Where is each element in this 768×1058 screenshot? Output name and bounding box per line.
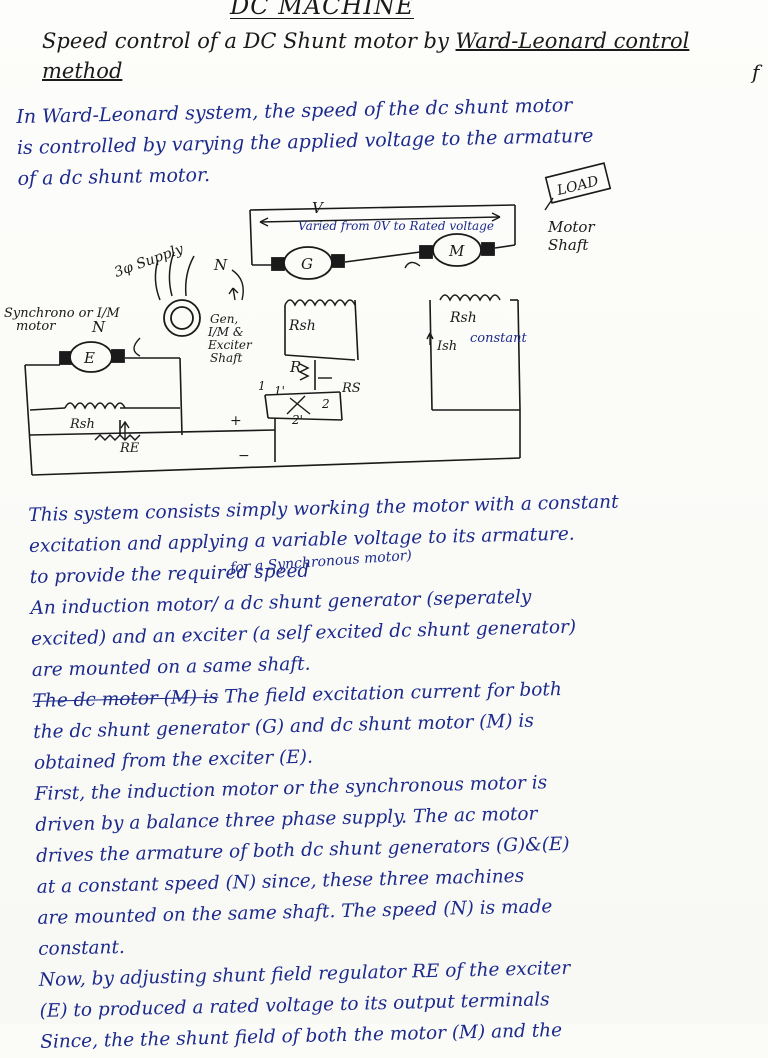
- motor-rsh-label: Rsh: [449, 310, 477, 326]
- exciter-brush-right: [111, 349, 125, 363]
- gen-shaft-label-2: I/M &: [207, 325, 244, 339]
- motor-label: M: [448, 242, 465, 260]
- exciter-label: E: [83, 349, 95, 367]
- generator-rsh-label: Rsh: [288, 318, 316, 334]
- ish-label: Ish: [436, 339, 457, 354]
- varied-voltage-label: Varied from 0V to Rated voltage: [298, 219, 494, 233]
- rs-label: RS: [341, 381, 361, 396]
- induction-motor-inner: [170, 306, 194, 330]
- motor-brush-right: [481, 242, 495, 256]
- speed-n-left: N: [91, 318, 106, 336]
- rheostat-r-label: R: [289, 358, 301, 376]
- motor-shaft-label-2: Shaft: [548, 236, 589, 254]
- switch-pos-2-prime: 2': [291, 413, 303, 427]
- motor-field-coil: [439, 294, 501, 302]
- switch-pos-1-prime: 1': [274, 384, 285, 398]
- load-label: LOAD: [554, 173, 600, 199]
- generator-field-rheostat: [298, 363, 310, 381]
- note-text: The field excitation current for both: [218, 678, 562, 708]
- generator-brush-left: [271, 257, 285, 271]
- gen-rotation-arrow: [231, 269, 244, 301]
- speed-n-top: N: [213, 256, 228, 274]
- sync-motor-label-1: Synchrono or I/M: [4, 306, 120, 321]
- motor-rotation-arrow: [404, 261, 421, 269]
- re-arrow: [120, 420, 130, 440]
- three-phase-supply-lines: [154, 251, 195, 301]
- subtitle-underlined: Ward-Leonard control method: [42, 29, 690, 83]
- field-coils: [64, 294, 501, 442]
- gen-shaft-label-4: Shaft: [210, 351, 243, 365]
- annotation-arrows: [120, 197, 554, 440]
- exciter-field-coil: [64, 402, 126, 410]
- sync-motor-label-2: motor: [16, 319, 56, 334]
- voltage-label: V: [312, 199, 325, 217]
- motor-shaft-label-1: Motor: [547, 218, 595, 236]
- supply-label: 3φ Supply: [112, 241, 186, 281]
- switch-pos-1: 1: [258, 379, 266, 393]
- exciter-rsh-label: Rsh: [69, 417, 95, 432]
- plus-terminal: +: [230, 413, 242, 429]
- motor-brush-left: [419, 245, 433, 259]
- re-label: RE: [119, 441, 140, 456]
- machines: [59, 233, 495, 373]
- gen-shaft-label-3: Exciter: [207, 338, 253, 352]
- switch-pos-2: 2: [321, 397, 330, 411]
- page-title: DC MACHINE: [230, 0, 415, 19]
- generator-brush-right: [331, 254, 345, 268]
- generator-field-coil: [284, 299, 356, 307]
- ward-leonard-circuit-diagram: LOAD Motor Shaft V Varied from 0V to Rat…: [4, 162, 612, 476]
- explanation-notes: This system consists simply working the …: [28, 483, 768, 1057]
- diagram-labels: Motor Shaft V Varied from 0V to Rated vo…: [4, 199, 595, 464]
- page-subtitle: Speed control of a DC Shunt motor by War…: [42, 26, 722, 86]
- generator-circle: [283, 246, 333, 280]
- minus-terminal: −: [238, 448, 250, 464]
- margin-mark: f: [752, 60, 760, 84]
- generator-label: G: [301, 255, 313, 273]
- ish-arrow: [426, 332, 434, 345]
- exciter-rotation-arrow: [133, 337, 141, 357]
- exciter-circle: [69, 341, 113, 373]
- ish-constant-label: constant: [470, 331, 527, 346]
- voltage-span-arrow: [259, 216, 501, 223]
- circuit-wiring: [24, 204, 521, 476]
- motor-circle: [432, 233, 482, 267]
- exciter-regulator-resistor: [94, 433, 141, 442]
- gen-shaft-label-1: Gen,: [210, 312, 238, 326]
- subtitle-prefix: Speed control of a DC Shunt motor by: [42, 29, 456, 53]
- load-box: LOAD: [544, 162, 612, 204]
- struck-text: The dc motor (M) is: [32, 686, 219, 712]
